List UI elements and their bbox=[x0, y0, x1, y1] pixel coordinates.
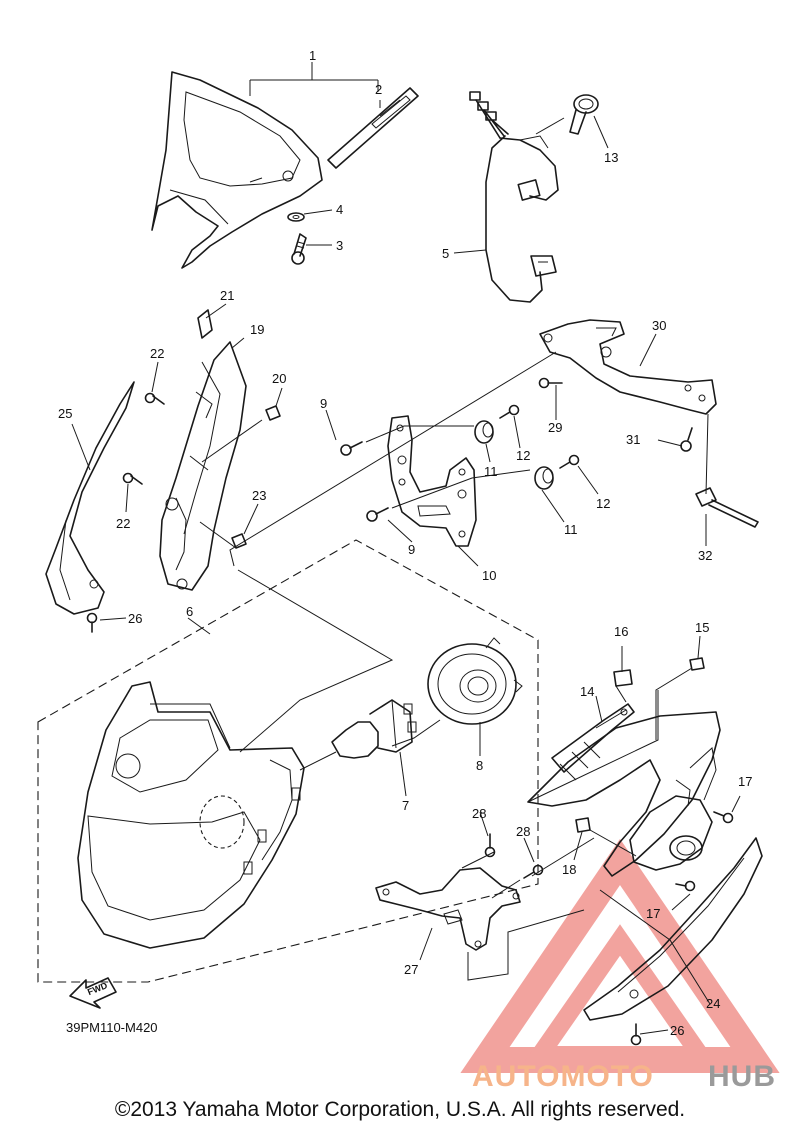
callout-12-upper: 12 bbox=[516, 448, 530, 463]
nut-20 bbox=[265, 405, 281, 421]
callout-11-upper: 11 bbox=[484, 464, 498, 479]
screw-3 bbox=[291, 233, 307, 265]
inner-panel-19 bbox=[159, 341, 247, 591]
callout-29: 29 bbox=[548, 420, 562, 435]
callout-24: 24 bbox=[706, 996, 720, 1011]
callout-9-upper: 9 bbox=[320, 396, 327, 411]
callout-26-right: 26 bbox=[670, 1023, 684, 1038]
callout-2: 2 bbox=[375, 82, 382, 97]
cable-band bbox=[695, 487, 759, 528]
callout-1: 1 bbox=[309, 48, 316, 63]
callout-23: 23 bbox=[252, 488, 266, 503]
screw-26-right bbox=[630, 1023, 642, 1046]
callout-13: 13 bbox=[604, 150, 618, 165]
watermark-text-2: HUB bbox=[708, 1060, 776, 1093]
clip-21 bbox=[197, 309, 213, 339]
callout-21: 21 bbox=[220, 288, 234, 303]
bolt-9-upper bbox=[340, 441, 363, 456]
callout-15: 15 bbox=[695, 620, 709, 635]
headlight-bracket bbox=[387, 415, 477, 547]
screw-26-left bbox=[86, 612, 98, 633]
watermark-text: AUTOMOTO HUB bbox=[472, 1060, 776, 1093]
callout-20: 20 bbox=[272, 371, 286, 386]
callout-5: 5 bbox=[442, 246, 449, 261]
callout-9-lower: 9 bbox=[408, 542, 415, 557]
diagram-code: 39PM110-M420 bbox=[66, 1020, 158, 1035]
headlight-unit bbox=[77, 681, 305, 949]
callout-12-lower: 12 bbox=[596, 496, 610, 511]
callout-16: 16 bbox=[614, 624, 628, 639]
callout-11-lower: 11 bbox=[564, 522, 578, 537]
callout-25: 25 bbox=[58, 406, 72, 421]
bolt-9-lower bbox=[366, 507, 389, 522]
grommet-11-upper bbox=[474, 420, 494, 444]
bolt-31 bbox=[680, 427, 693, 452]
flasher-assembly bbox=[629, 747, 717, 871]
callout-labels: 1 2 3 4 5 6 7 8 9 9 10 11 11 12 12 13 14… bbox=[58, 48, 752, 1038]
callout-18: 18 bbox=[562, 862, 576, 877]
watermark-text-1: AUTOMOTO bbox=[472, 1060, 654, 1093]
clamp-clip bbox=[569, 94, 599, 135]
callout-8: 8 bbox=[476, 758, 483, 773]
screw-22-upper bbox=[144, 392, 165, 405]
screw-17-upper bbox=[713, 811, 734, 824]
side-cover-24 bbox=[583, 837, 763, 1021]
screw-28-upper bbox=[484, 833, 496, 858]
callout-19: 19 bbox=[250, 322, 264, 337]
headlight-assembly-outline bbox=[37, 539, 539, 983]
callout-31: 31 bbox=[626, 432, 640, 447]
bolt-29 bbox=[538, 377, 563, 389]
wire-harness bbox=[469, 91, 559, 303]
callout-6: 6 bbox=[186, 604, 193, 619]
callout-28-upper: 28 bbox=[472, 806, 486, 821]
lower-stay bbox=[375, 867, 521, 951]
copyright-notice: ©2013 Yamaha Motor Corporation, U.S.A. A… bbox=[114, 1098, 686, 1121]
nut-23 bbox=[231, 533, 247, 549]
grommet-11-lower bbox=[534, 466, 554, 490]
collar-12-upper bbox=[499, 404, 520, 419]
nut-15 bbox=[689, 657, 705, 671]
nut-16 bbox=[613, 669, 633, 687]
side-cover-25 bbox=[45, 381, 135, 615]
screw-22-lower bbox=[122, 472, 143, 485]
collar-12-lower bbox=[559, 454, 580, 469]
callout-17-lower: 17 bbox=[646, 906, 660, 921]
callout-17-upper: 17 bbox=[738, 774, 752, 789]
headlight-bulb bbox=[331, 699, 417, 759]
leader-lines bbox=[71, 62, 741, 1035]
callout-10: 10 bbox=[482, 568, 496, 583]
callout-22-upper: 22 bbox=[150, 346, 164, 361]
callout-28-lower: 28 bbox=[516, 824, 530, 839]
decal-emblem bbox=[327, 87, 419, 169]
nut-18 bbox=[575, 817, 591, 833]
upper-stay bbox=[539, 319, 717, 415]
watermark-logo bbox=[460, 838, 780, 1073]
washer bbox=[287, 212, 305, 222]
callout-22-lower: 22 bbox=[116, 516, 130, 531]
callout-30: 30 bbox=[652, 318, 666, 333]
callout-14: 14 bbox=[580, 684, 594, 699]
side-panel-14 bbox=[527, 703, 721, 877]
callout-4: 4 bbox=[336, 202, 343, 217]
fwd-label: FWD bbox=[86, 980, 109, 997]
callout-3: 3 bbox=[336, 238, 343, 253]
callout-26-left: 26 bbox=[128, 611, 142, 626]
front-cowling bbox=[151, 71, 323, 269]
callout-32: 32 bbox=[698, 548, 712, 563]
bulb-cover bbox=[427, 637, 523, 725]
callout-7: 7 bbox=[402, 798, 409, 813]
screw-17-lower bbox=[675, 880, 696, 892]
callout-27: 27 bbox=[404, 962, 418, 977]
